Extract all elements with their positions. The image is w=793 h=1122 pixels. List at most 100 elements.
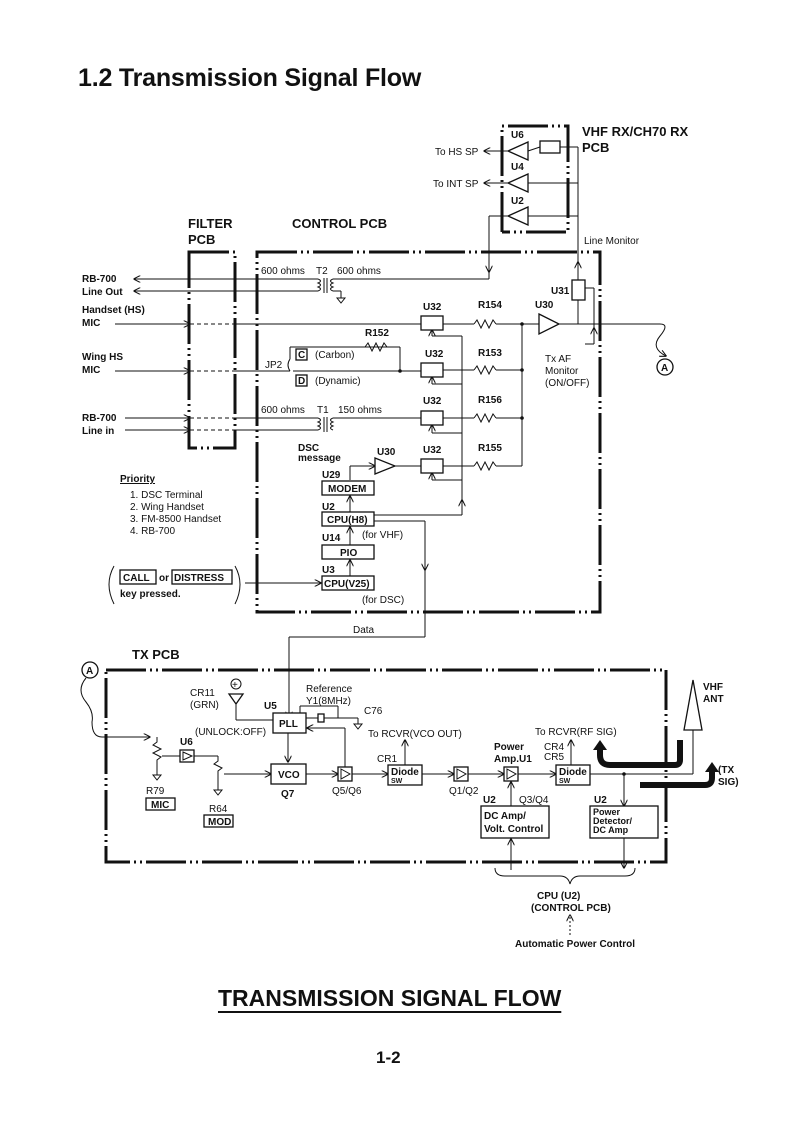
t1-primary-impedance: 600 ohms [261, 405, 305, 416]
t1-transformer-icon [316, 417, 335, 432]
c76-label: C76 [364, 706, 383, 717]
diode-sw-2-block [555, 764, 591, 786]
mic-adjust-box [145, 797, 176, 811]
line-monitor-label: Line Monitor [584, 236, 640, 247]
u2-rx-label: U2 [511, 196, 524, 207]
r79-pot-icon [151, 737, 163, 765]
data-label: Data [353, 625, 375, 636]
tx-sig-label: (TX [718, 765, 734, 776]
tx-af-monitor-label: Tx AF [545, 354, 571, 365]
rb700-in-label: RB-700 [82, 413, 117, 424]
diagram-caption: TRANSMISSION SIGNAL FLOW [218, 985, 562, 1011]
u30-dsc-amplifier-icon [374, 457, 397, 475]
carbon-box [295, 348, 308, 361]
mod-adjust-box [203, 814, 234, 828]
cr5-label: CR5 [544, 752, 564, 763]
power-amp-label-2: Amp.U1 [494, 754, 532, 765]
tx-signal-arrow [640, 770, 715, 788]
tx-af-monitor-label-3: (ON/OFF) [545, 378, 589, 389]
ground-icon [151, 774, 163, 781]
power-detector-label-3: DC Amp [593, 825, 629, 835]
filter-pcb-label: FILTER [188, 216, 233, 231]
u32-switch-3-icon [420, 410, 444, 426]
vhf-rx-pcb: VHF RX/CH70 RX PCB U6 To HS SP U4 To INT… [433, 124, 689, 272]
dc-amp-label: DC Amp/ [484, 811, 526, 822]
u32-switch-3-label: U32 [423, 396, 442, 407]
modem-label: MODEM [328, 484, 366, 495]
distress-key-label: DISTRESS [174, 573, 224, 584]
filter-pcb: FILTER PCB [187, 216, 237, 450]
u2-power-detector-label: U2 [594, 795, 607, 806]
priority-item: 2. Wing Handset [130, 502, 204, 513]
vcc-icon [230, 678, 242, 690]
connector-a-tx-icon [81, 661, 99, 679]
key-pressed-label: key pressed. [120, 589, 181, 600]
carbon-box-label: C [298, 350, 305, 361]
u32-switch-2-icon [420, 362, 444, 378]
pio-label: PIO [340, 548, 357, 559]
t2-secondary-impedance: 600 ohms [337, 266, 381, 277]
u2-amplifier-icon [506, 205, 529, 227]
priority-item: 3. FM-8500 Handset [130, 514, 221, 525]
u32-switch-1-label: U32 [423, 302, 442, 313]
cpu-h8-label: CPU(H8) [327, 515, 368, 526]
y1-crystal-label: Y1(8MHz) [306, 696, 351, 707]
cpu-control-pcb-label: (CONTROL PCB) [531, 903, 611, 914]
r64-label: R64 [209, 804, 228, 815]
connector-a-tx-label: A [86, 666, 93, 677]
r152-resistor-icon [364, 341, 388, 353]
jp2-jumper-icon [287, 358, 291, 372]
call-key-label: CALL [123, 573, 150, 584]
r156-resistor-icon [473, 412, 497, 424]
modem-block [321, 480, 375, 496]
q3q4-label: Q3/Q4 [519, 795, 549, 806]
vco-label: VCO [278, 770, 300, 781]
for-vhf-label: (for VHF) [362, 530, 403, 541]
q7-label: Q7 [281, 789, 295, 800]
t2-label: T2 [316, 266, 328, 277]
page-title: 1.2 Transmission Signal Flow [78, 64, 422, 92]
r64-pot-icon [213, 756, 223, 776]
distress-key [171, 569, 233, 585]
for-dsc-label: (for DSC) [362, 595, 404, 606]
cpu-h8-block [321, 511, 375, 527]
pio-block [321, 544, 375, 560]
power-detector-label-2: Detector/ [593, 816, 633, 826]
t1-secondary-impedance: 150 ohms [338, 405, 382, 416]
u14-label: U14 [322, 533, 341, 544]
u29-label: U29 [322, 470, 341, 481]
dsc-message-label: DSC [298, 443, 319, 454]
wing-mic-label-2: MIC [82, 365, 100, 376]
cpu-u2-label: CPU (U2) [537, 891, 580, 902]
automatic-power-control-label: Automatic Power Control [515, 939, 635, 950]
cr1-label: CR1 [377, 754, 397, 765]
control-pcb-border [255, 250, 602, 614]
ground-icon [212, 789, 224, 796]
unlock-label: (UNLOCK:OFF) [195, 727, 266, 738]
vhf-rx-pcb-label-2: PCB [582, 140, 609, 155]
cr4-label: CR4 [544, 742, 564, 753]
cpu-v25-label: CPU(V25) [324, 579, 370, 590]
connector-a-label: A [661, 363, 668, 374]
vhf-rx-pcb-border [500, 124, 570, 234]
power-detector-label: Power [593, 807, 621, 817]
to-int-sp-label: To INT SP [433, 179, 479, 190]
filter-pcb-label-2: PCB [188, 232, 215, 247]
ground-icon [335, 297, 347, 304]
diode-sw-1-sublabel: SW [391, 778, 403, 785]
tx-pcb-border [104, 668, 668, 864]
diode-sw-2-label: Diode [559, 767, 587, 778]
u4-amplifier-icon [506, 172, 529, 194]
key-pressed-note: CALL or DISTRESS key pressed. [108, 565, 241, 605]
cr11-grn-label: (GRN) [190, 700, 219, 711]
reference-label: Reference [306, 684, 353, 695]
r153-resistor-icon [473, 364, 497, 376]
u5-label: U5 [264, 701, 277, 712]
hs-mic-label-2: MIC [82, 318, 100, 329]
priority-title: Priority [120, 474, 155, 485]
tx-af-monitor-label-2: Monitor [545, 366, 579, 377]
right-paren [234, 565, 241, 605]
u32-switch-2-label: U32 [425, 349, 444, 360]
t2-primary-impedance: 600 ohms [261, 266, 305, 277]
